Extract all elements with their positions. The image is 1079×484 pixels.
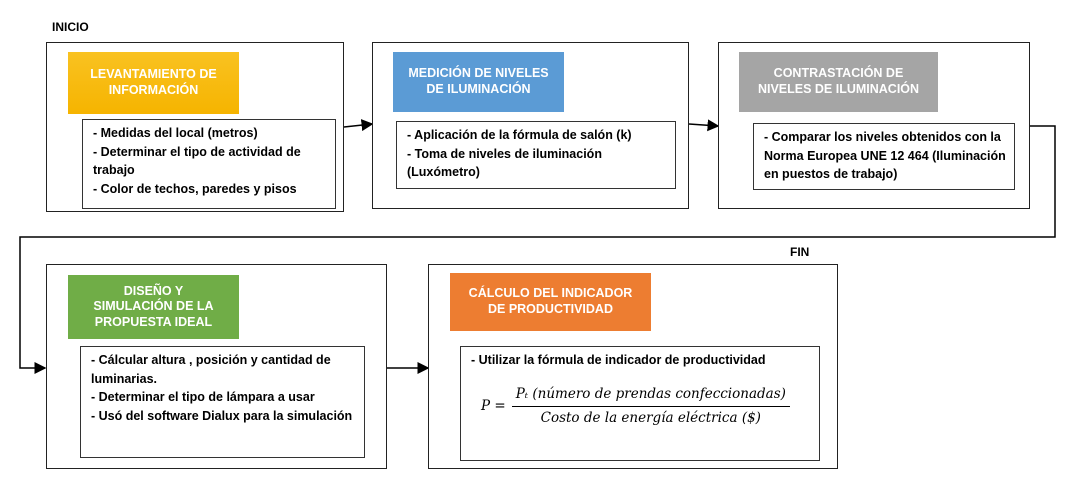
list-item: - Aplicación de la fórmula de salón (k) (407, 128, 632, 142)
start-label: INICIO (52, 20, 89, 34)
step-title-contrastacion: CONTRASTACIÓN DE NIVELES DE ILUMINACIÓN (739, 52, 938, 112)
formula-denominator: Costo de la energía eléctrica ($) (540, 409, 761, 426)
step-details-calculo: - Utilizar la fórmula de indicador de pr… (460, 346, 820, 461)
step-details-medicion: - Aplicación de la fórmula de salón (k) … (396, 121, 676, 189)
formula-fraction: Pₜ (número de prendas confeccionadas) Co… (511, 385, 790, 427)
productivity-formula: P = Pₜ (número de prendas confeccionadas… (481, 385, 790, 427)
step-details-diseno: - Cálcular altura , posición y cantidad … (80, 346, 365, 458)
list-item: - Cálcular altura , posición y cantidad … (91, 353, 331, 386)
step-details-contrastacion: - Comparar los niveles obtenidos con la … (753, 123, 1015, 190)
arrow-step2-to-step3 (688, 119, 720, 132)
step-title-levantamiento: LEVANTAMIENTO DE INFORMACIÓN (68, 52, 239, 114)
step-title-calculo: CÁLCULO DEL INDICADOR DE PRODUCTIVIDAD (450, 273, 651, 331)
list-item: - Utilizar la fórmula de indicador de pr… (471, 353, 766, 367)
end-label: FIN (790, 245, 810, 259)
list-item: - Toma de niveles de iluminación (Luxóme… (407, 146, 602, 180)
formula-numerator: Pₜ (número de prendas confeccionadas) (511, 385, 790, 407)
step-title-medicion: MEDICIÓN DE NIVELES DE ILUMINACIÓN (393, 52, 564, 112)
list-item: - Determinar el tipo de actividad de tra… (93, 144, 301, 178)
step-details-levantamiento: - Medidas del local (metros) - Determina… (82, 119, 336, 209)
step-title-diseno: DISEÑO Y SIMULACIÓN DE LA PROPUESTA IDEA… (68, 275, 239, 339)
arrow-step1-to-step2 (343, 119, 374, 132)
list-item: - Medidas del local (metros) (93, 126, 258, 140)
arrow-step3-to-step4 (19, 125, 1056, 374)
list-item: - Determinar el tipo de lámpara a usar (91, 390, 315, 404)
list-item: - Comparar los niveles obtenidos con la … (764, 130, 1006, 181)
formula-lhs: P = (481, 397, 506, 414)
list-item: - Color de techos, paredes y pisos (93, 181, 297, 196)
list-item: - Usó del software Dialux para la simula… (91, 408, 353, 423)
